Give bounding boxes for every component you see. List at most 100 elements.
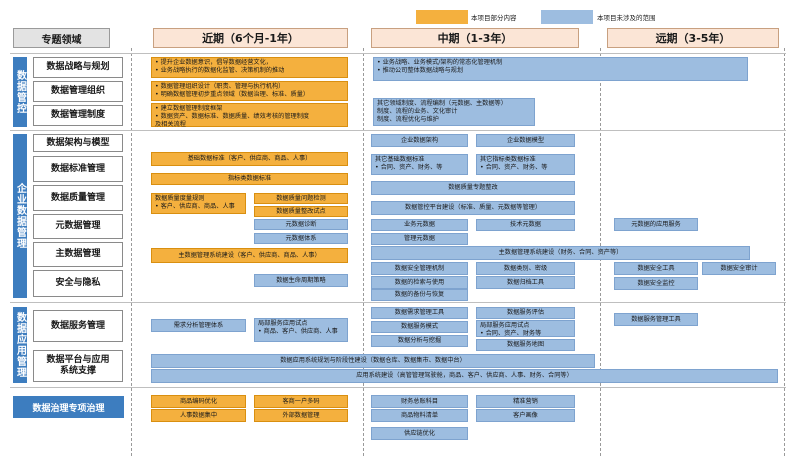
column-guide bbox=[131, 48, 132, 456]
row-security: 安全与隐私 bbox=[33, 270, 123, 297]
box-orgpolicy-mid: 其它领域制度、流程编制（元数据、主数据等） 制度、流程的业务、文化审计 制度、流… bbox=[373, 98, 535, 126]
row-quality: 数据质量管理 bbox=[33, 185, 123, 211]
box-line: • 数据管理组织设计（职责、管理与执行机构） bbox=[155, 83, 285, 90]
box-line: • 数据资产、数据标准、数据质量、绩效考核的管理制度 bbox=[155, 113, 310, 120]
row-master: 主数据管理 bbox=[33, 242, 123, 267]
box-sp-marketing: 精准营销 bbox=[476, 395, 575, 408]
box-sec-retrieval: 数据的检索与使用 bbox=[371, 276, 468, 289]
box-meta-system: 元数据体系 bbox=[254, 233, 348, 244]
box-quality-pilot: 数据质量整改试点 bbox=[254, 206, 348, 217]
section-divider bbox=[10, 130, 786, 131]
row-org: 数据管理组织 bbox=[33, 81, 123, 102]
column-guide bbox=[784, 48, 785, 456]
box-line: 其它基础数据标准 bbox=[375, 156, 425, 163]
legend-partial-swatch bbox=[416, 10, 468, 24]
box-sp-portrait: 客户画像 bbox=[476, 409, 575, 422]
box-std-mid-basic: 其它基础数据标准 • 合同、资产、财务、等 bbox=[371, 154, 468, 175]
section-divider bbox=[10, 302, 786, 303]
header-mid: 中期（1-3年） bbox=[371, 28, 579, 48]
box-meta-management: 管理元数据 bbox=[371, 233, 468, 245]
box-sec-audit: 数据安全审计 bbox=[702, 262, 776, 275]
box-sv-map: 数据服务地图 bbox=[476, 339, 575, 351]
box-line: • 明确数据管理初步重点领域（数据治理、标准、质量） bbox=[155, 91, 310, 98]
box-sv-demand: 需求分析管理体系 bbox=[151, 319, 246, 332]
box-sv-demand-tool: 数据需求管理工具 bbox=[371, 307, 468, 319]
box-sv-mode: 数据服务模式 bbox=[371, 321, 468, 333]
box-sp-external: 外部数据管理 bbox=[254, 409, 348, 422]
box-line: 局部服务应用试点 bbox=[258, 320, 308, 327]
box-sec-tool: 数据安全工具 bbox=[614, 262, 698, 275]
box-sec-monitor: 数据安全监控 bbox=[614, 277, 698, 290]
box-std-basic: 基础数据标准（客户、供应商、商品、人事） bbox=[151, 152, 348, 166]
box-arch-model: 企业数据模型 bbox=[476, 134, 575, 147]
row-meta: 元数据管理 bbox=[33, 214, 123, 239]
box-org-near: • 数据管理组织设计（职责、管理与执行机构） • 明确数据管理初步重点领域（数据… bbox=[151, 81, 348, 101]
row-strategy: 数据战略与规划 bbox=[33, 57, 123, 78]
row-service: 数据服务管理 bbox=[33, 310, 123, 342]
box-sec-archive: 数据归档工具 bbox=[476, 276, 575, 289]
box-sec-mechanism: 数据安全管理机制 bbox=[371, 262, 468, 275]
box-quality-detect: 数据质量问题检测 bbox=[254, 193, 348, 204]
box-sp-ledger: 财务总账科目 bbox=[371, 395, 468, 408]
box-master-mid: 主数据管理系统建设（财务、合同、资产等） bbox=[371, 246, 750, 260]
header-far: 远期（3-5年） bbox=[607, 28, 779, 48]
legend-notcovered-swatch bbox=[541, 10, 593, 24]
box-sv-pilot-near: 局部服务应用试点 • 商品、客户、供应商、人事 bbox=[254, 318, 348, 342]
box-sec-lifecycle: 数据生命周期策略 bbox=[254, 274, 348, 287]
box-line: 及相关流程 bbox=[155, 121, 186, 128]
box-line: • 合同、资产、财务、等 bbox=[480, 164, 548, 171]
box-line: • 合同、资产、财务、等 bbox=[375, 164, 443, 171]
box-line: 局部服务应用试点 bbox=[480, 322, 530, 329]
box-quality-special: 数据质量专题整改 bbox=[371, 181, 575, 195]
box-std-mid-indicator: 其它指标类数据标准 • 合同、资产、财务、等 bbox=[476, 154, 575, 175]
box-line: 其它领域制度、流程编制（元数据、主数据等） bbox=[377, 100, 507, 107]
box-line: • 提升企业数据意识，倡导数据经营文化， bbox=[155, 59, 272, 66]
box-quality-platform: 数据管控平台建设（标准、质量、元数据等管理） bbox=[371, 201, 575, 215]
row-platform: 数据平台与应用 系统支撑 bbox=[33, 350, 123, 382]
box-line: • 合同、资产、财务等 bbox=[480, 330, 542, 337]
box-quality-rules: 数据质量度量规则 • 客户、供应商、商品、人事 bbox=[151, 193, 246, 214]
row-platform-line2: 系统支撑 bbox=[59, 366, 96, 376]
section-enterprise: 企业数据管理 bbox=[13, 134, 27, 298]
box-strategy-mid: • 业务战略、业务模式/架构的常态化管理机制 • 推动公司整体数据战略与规划 bbox=[373, 57, 748, 81]
box-sv-evaluate: 数据服务评估 bbox=[476, 307, 575, 319]
box-sv-tool: 数据服务管理工具 bbox=[614, 313, 698, 326]
box-policy-near: • 建立数据管理制度框架 • 数据资产、数据标准、数据质量、绩效考核的管理制度 … bbox=[151, 103, 348, 128]
box-line: • 客户、供应商、商品、人事 bbox=[155, 203, 235, 210]
box-line: • 业务战略执行的数据化监管、决策机制的推动 bbox=[155, 67, 285, 74]
box-line: • 建立数据管理制度框架 bbox=[155, 105, 223, 112]
row-policy: 数据管理制度 bbox=[33, 105, 123, 126]
section-control: 数据管控 bbox=[13, 57, 27, 127]
section-app: 数据应用管理 bbox=[13, 307, 27, 383]
box-std-indicator: 指标类数据标准 bbox=[151, 173, 348, 185]
box-sp-supply: 供应链优化 bbox=[371, 427, 468, 440]
box-platform-plan: 数据应用系统规划与阶段性建设（数据仓库、数据集市、数据中台） bbox=[151, 354, 595, 368]
column-guide bbox=[363, 48, 364, 456]
box-sec-backup: 数据的备份与恢复 bbox=[371, 289, 468, 301]
box-sv-analysis: 数据分析与挖掘 bbox=[371, 335, 468, 347]
box-line: 其它指标类数据标准 bbox=[480, 156, 536, 163]
box-line: 制度、流程优化与维护 bbox=[377, 116, 439, 123]
section-divider bbox=[10, 387, 786, 388]
header-near: 近期（6个月-1年） bbox=[153, 28, 348, 48]
box-line: • 商品、客户、供应商、人事 bbox=[258, 328, 338, 335]
row-arch: 数据架构与模型 bbox=[33, 134, 123, 152]
row-platform-line1: 数据平台与应用 bbox=[46, 355, 110, 365]
box-sec-class: 数据类别、密级 bbox=[476, 262, 575, 275]
box-meta-service: 元数据的应用服务 bbox=[614, 218, 698, 231]
box-platform-apps: 应用系统建设（高管管理驾驶舱，商品、客户、供应商、人事、财务、合同等） bbox=[151, 369, 778, 383]
box-meta-diagnose: 元数据诊断 bbox=[254, 219, 348, 230]
box-meta-technical: 技术元数据 bbox=[476, 219, 575, 231]
box-sp-multi-code: 客商一户多码 bbox=[254, 395, 348, 408]
box-meta-business: 业务元数据 bbox=[371, 219, 468, 231]
box-sp-hr: 人事数据集中 bbox=[151, 409, 246, 422]
box-line: • 推动公司整体数据战略与规划 bbox=[377, 67, 464, 74]
box-line: 数据质量度量规则 bbox=[155, 195, 205, 202]
header-domain: 专题领域 bbox=[13, 28, 110, 48]
section-divider bbox=[10, 53, 786, 54]
row-special: 数据治理专项治理 bbox=[13, 396, 124, 418]
row-standard: 数据标准管理 bbox=[33, 156, 123, 182]
box-master-near: 主数据管理系统建设（客户、供应商、商品、人事） bbox=[151, 248, 348, 263]
box-strategy-near: • 提升企业数据意识，倡导数据经营文化， • 业务战略执行的数据化监管、决策机制… bbox=[151, 57, 348, 78]
legend-partial-label: 本项目部分内容 bbox=[471, 14, 517, 22]
